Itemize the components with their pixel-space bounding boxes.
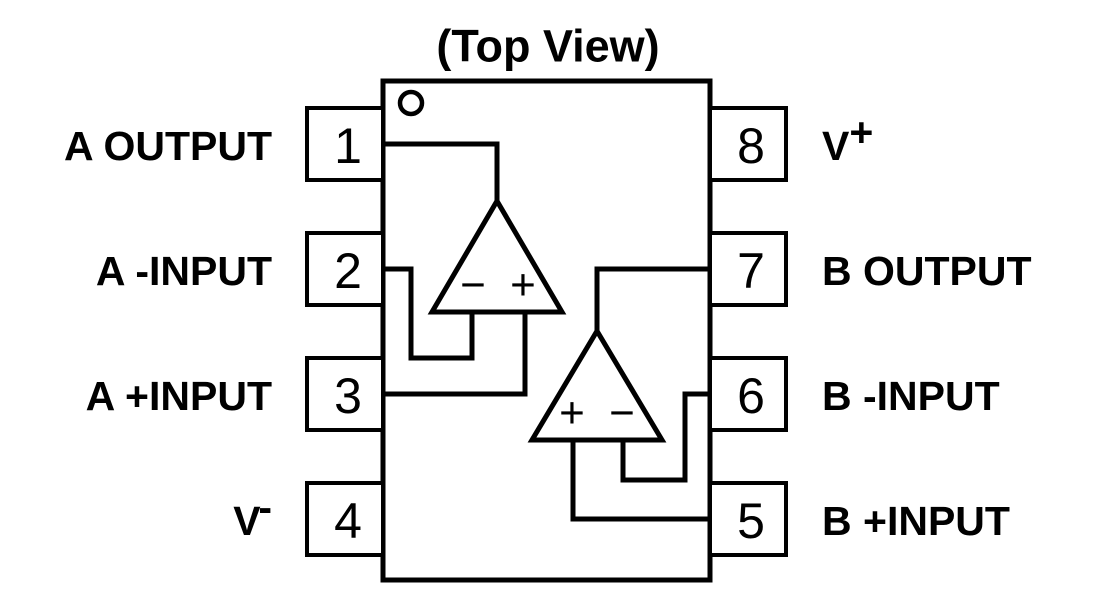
pin-number-2: 2 [334,243,362,299]
wire-pin5-to-ampB-noninverting [570,440,710,522]
pin-label-8-sup: + [849,109,873,155]
op-amp-b-inverting-sign: − [609,389,635,438]
pin-label-2-text: A -INPUT [96,248,272,294]
pin-number-7: 7 [737,243,765,299]
pin-label-4: V- [233,484,272,544]
pin-box-5-group[interactable]: 5 [708,481,788,557]
op-amp-a-inverting-sign: − [460,261,486,310]
pin-number-5: 5 [737,493,765,549]
op-amp-b-noninverting-sign: + [559,389,585,438]
pin-box-6-group[interactable]: 6 [708,356,788,432]
pin-label-6: B -INPUT [822,373,1000,419]
pin-number-4: 4 [334,493,362,549]
pin-box-4-group[interactable]: 4 [305,481,385,557]
pin-number-1: 1 [334,118,362,174]
pin-label-7-text: B OUTPUT [822,248,1032,294]
wire-pin7-to-ampB-output [594,266,710,331]
pin-label-4-sup: - [258,484,272,530]
pin-1-dot-icon [397,89,425,117]
pin-label-4-text: V [233,498,261,544]
op-amp-a-noninverting-sign: + [510,261,536,310]
pin-box-7-group[interactable]: 7 [708,231,788,307]
pin-box-2[interactable] [305,231,385,307]
wire-pin1-to-ampA-output [383,141,500,201]
ic-body-outline [380,78,713,583]
op-amp-b-triangle [527,326,667,443]
pin-number-8: 8 [737,118,765,174]
pin-box-1[interactable] [305,106,385,182]
pin-number-6: 6 [737,368,765,424]
pin-label-5: B +INPUT [822,498,1010,544]
pin-label-7: B OUTPUT [822,248,1032,294]
pin-label-8-text: V [822,123,850,169]
diagram-title: (Top View) [436,21,659,72]
pin-label-1: A OUTPUT [64,123,272,169]
pin-label-3: A +INPUT [86,373,272,419]
pin-label-8: V+ [822,109,873,169]
pin-number-3: 3 [334,368,362,424]
pin-box-3-group[interactable]: 3 [305,356,385,432]
op-amp-a-triangle [427,196,567,315]
wire-pin6-to-ampB-inverting [620,391,710,483]
pin-box-2-group[interactable]: 2 [305,231,385,307]
wire-pin3-to-ampA-noninverting [383,312,528,397]
pin-label-1-text: A OUTPUT [64,123,272,169]
pin-label-5-text: B +INPUT [822,498,1010,544]
pin-label-3-text: A +INPUT [86,373,272,419]
pin-box-4[interactable] [305,481,385,557]
pin-box-8[interactable] [708,106,788,182]
pin-box-1-group[interactable]: 1 [305,106,385,182]
pin-label-2: A -INPUT [96,248,272,294]
wire-pin2-to-ampA-inverting [383,266,475,361]
pin-label-6-text: B -INPUT [822,373,1000,419]
pin-box-8-group[interactable]: 8 [708,106,788,182]
